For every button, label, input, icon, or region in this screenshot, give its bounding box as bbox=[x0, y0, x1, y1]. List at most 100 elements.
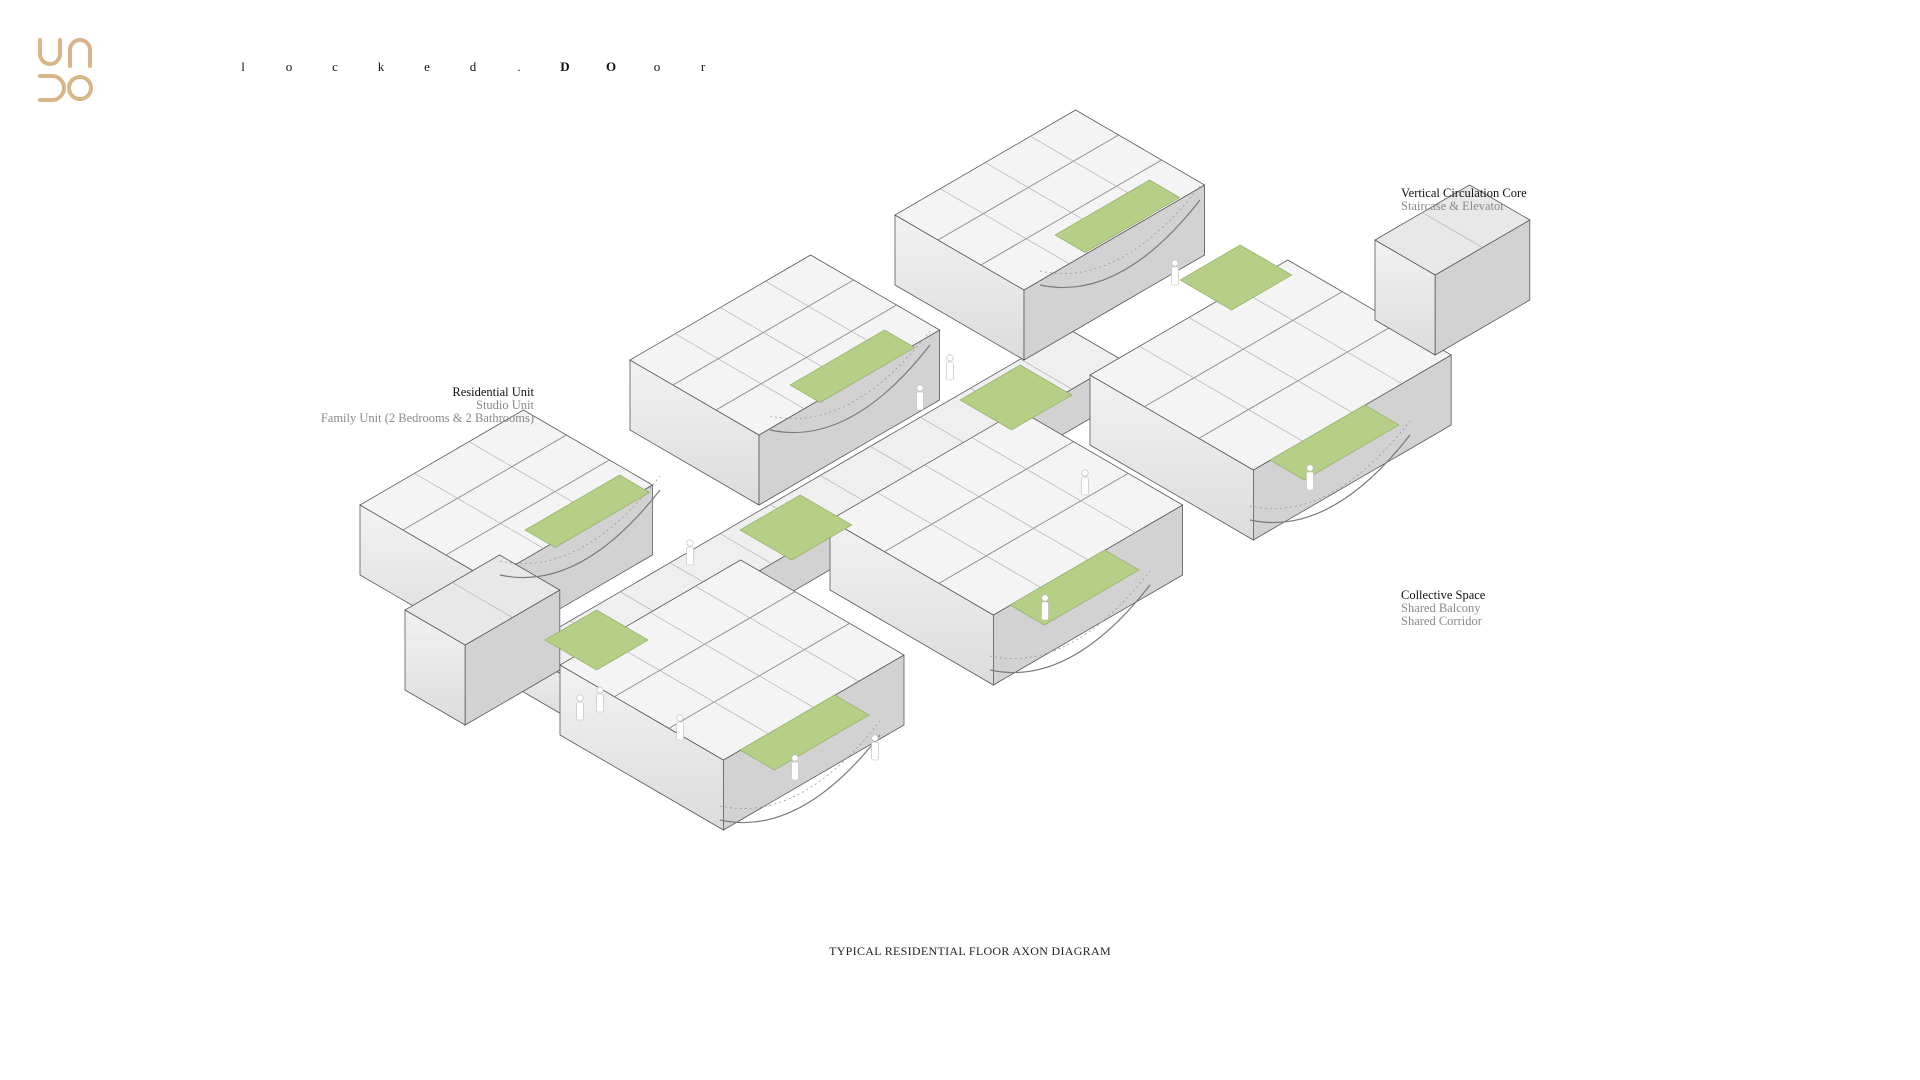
person-head bbox=[946, 354, 954, 362]
person-silhouette bbox=[916, 384, 924, 411]
balcony-curve bbox=[1039, 199, 1201, 289]
shared-balcony-green bbox=[524, 474, 651, 548]
person-body bbox=[1041, 601, 1049, 621]
balcony-curve bbox=[499, 489, 661, 579]
partition-line bbox=[674, 333, 805, 410]
person-head bbox=[596, 686, 604, 694]
partition-line bbox=[445, 459, 610, 556]
partition-line bbox=[877, 492, 1041, 588]
unlocked-door-logo bbox=[34, 36, 100, 102]
staircase-elevator-text: Staircase & Elevator bbox=[1401, 199, 1505, 213]
person-head bbox=[1081, 469, 1089, 477]
shared-balcony-green bbox=[1269, 404, 1400, 481]
person-body bbox=[1306, 471, 1314, 491]
partition-line bbox=[414, 473, 544, 549]
circulation-core-title: Vertical Circulation Core bbox=[1401, 186, 1527, 200]
person-body bbox=[791, 761, 799, 781]
balcony-railing bbox=[1039, 185, 1201, 274]
partition-line bbox=[1139, 345, 1304, 442]
shared-balcony-green bbox=[739, 694, 870, 771]
family-unit-text: Family Unit (2 Bedrooms & 2 Bathrooms) bbox=[320, 411, 534, 425]
circulation-core-label: Vertical Circulation Core Staircase & El… bbox=[1401, 187, 1527, 213]
shared-balcony-text: Shared Balcony bbox=[1401, 601, 1481, 615]
balcony-railing bbox=[769, 330, 931, 419]
wordmark-letter: c bbox=[332, 59, 338, 74]
person-head bbox=[676, 714, 684, 722]
residential-wing bbox=[894, 109, 1206, 361]
person-head bbox=[1171, 259, 1179, 267]
balcony-railing bbox=[1249, 420, 1411, 509]
people-silhouettes bbox=[576, 259, 1314, 781]
partition-line bbox=[402, 434, 567, 531]
person-head bbox=[916, 384, 924, 392]
shared-corridor-green bbox=[1179, 244, 1293, 311]
collective-space-title: Collective Space bbox=[1401, 588, 1486, 602]
residential-unit-title: Residential Unit bbox=[452, 385, 534, 399]
person-silhouette bbox=[596, 686, 604, 713]
partition-line bbox=[604, 638, 769, 735]
wordmark-letter: d bbox=[469, 59, 477, 74]
person-silhouette bbox=[946, 354, 954, 381]
person-body bbox=[596, 693, 604, 713]
wordmark-letter: O bbox=[605, 59, 617, 74]
partition-line bbox=[1020, 358, 1073, 390]
partition-line bbox=[924, 464, 1089, 561]
wordmark-letter: o bbox=[285, 59, 293, 74]
wordmark-letter: D bbox=[560, 59, 570, 74]
circulation-core bbox=[1374, 184, 1531, 356]
person-body bbox=[871, 741, 879, 761]
partition-line bbox=[1422, 212, 1483, 248]
wordmark-letter: r bbox=[700, 59, 706, 74]
balcony-curve bbox=[989, 584, 1151, 674]
shared-balcony-green bbox=[1054, 179, 1181, 253]
studio-unit-text: Studio Unit bbox=[476, 398, 534, 412]
diagram-caption: TYPICAL RESIDENTIAL FLOOR AXON DIAGRAM bbox=[829, 944, 1111, 958]
balcony-curve bbox=[769, 344, 931, 434]
partition-line bbox=[939, 188, 1070, 265]
person-body bbox=[686, 546, 694, 566]
partition-line bbox=[452, 582, 513, 618]
shared-corridor-green bbox=[544, 609, 649, 671]
person-head bbox=[1041, 594, 1049, 602]
person-silhouette bbox=[576, 694, 584, 721]
person-head bbox=[871, 734, 879, 742]
shared-corridor-text: Shared Corridor bbox=[1401, 614, 1482, 628]
person-silhouette bbox=[676, 714, 684, 741]
person-body bbox=[1081, 476, 1089, 496]
person-body bbox=[676, 721, 684, 741]
person-silhouette bbox=[1306, 464, 1314, 491]
person-head bbox=[576, 694, 584, 702]
balcony-curve bbox=[719, 734, 881, 824]
shared-balcony-green bbox=[789, 329, 916, 403]
residential-unit-label: Residential Unit Studio Unit Family Unit… bbox=[300, 386, 534, 425]
wordmark-letter: k bbox=[377, 59, 385, 74]
person-silhouette bbox=[686, 539, 694, 566]
partition-line bbox=[719, 533, 772, 564]
person-body bbox=[1171, 266, 1179, 286]
partition-line bbox=[1238, 288, 1402, 385]
shared-corridor-green bbox=[959, 364, 1073, 431]
person-body bbox=[946, 361, 954, 381]
person-silhouette bbox=[791, 754, 799, 781]
balcony-curves bbox=[499, 185, 1411, 824]
wordmark-letter: e bbox=[424, 59, 430, 74]
person-silhouette bbox=[1041, 594, 1049, 621]
shared-corridor-green bbox=[739, 494, 853, 561]
person-head bbox=[791, 754, 799, 762]
partition-line bbox=[1188, 317, 1353, 413]
balcony-railing bbox=[499, 475, 661, 564]
balcony-railing bbox=[989, 570, 1151, 659]
balcony-curve bbox=[1249, 434, 1411, 524]
person-silhouette bbox=[1171, 259, 1179, 286]
wordmark-letter: . bbox=[517, 59, 521, 74]
person-silhouette bbox=[1081, 469, 1089, 496]
collective-space-label: Collective Space Shared Balcony Shared C… bbox=[1401, 589, 1485, 628]
balcony-railing bbox=[719, 720, 881, 809]
partition-line bbox=[971, 437, 1136, 533]
partition-line bbox=[695, 585, 860, 682]
partition-line bbox=[650, 612, 814, 708]
brand-wordmark: U n l o c k e d . D O o r bbox=[40, 59, 705, 74]
person-head bbox=[1306, 464, 1314, 472]
wordmark-letter: o bbox=[653, 59, 661, 74]
person-body bbox=[916, 391, 924, 411]
